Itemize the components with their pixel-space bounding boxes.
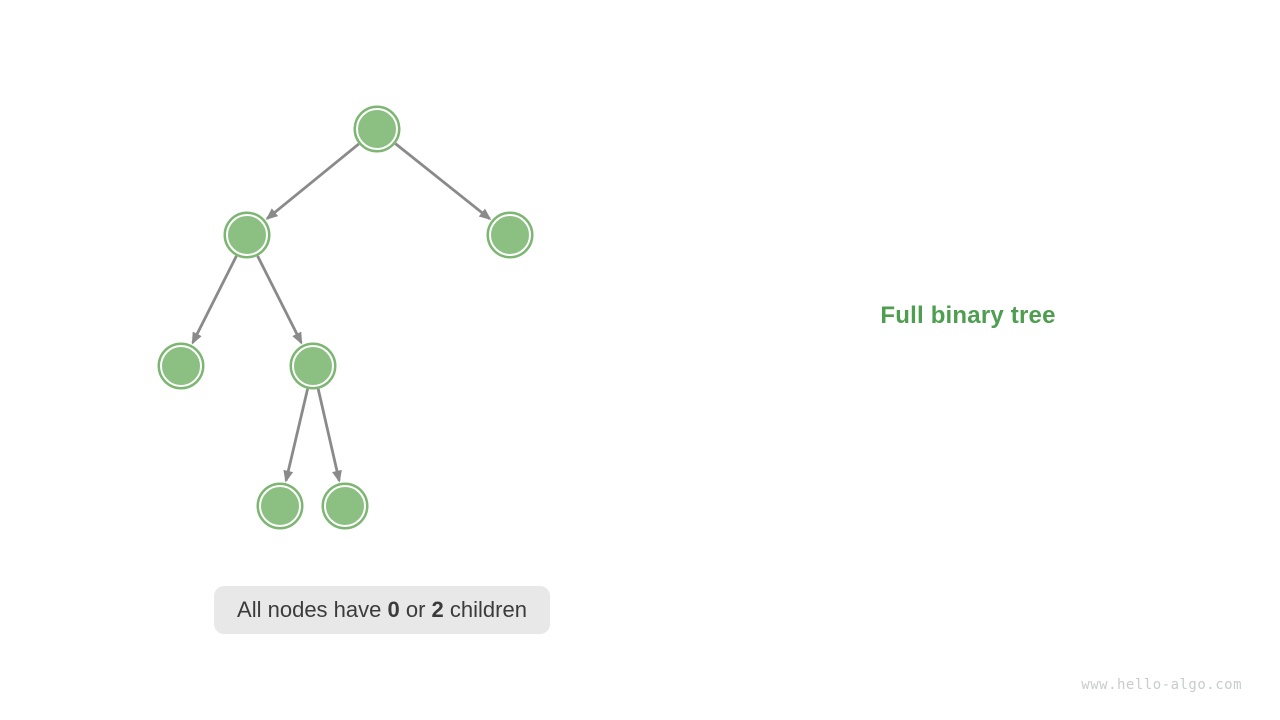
caption-bold-two: 2 [431,597,444,622]
tree-edge [394,142,492,221]
tree-node [353,105,401,153]
caption-text-2: or [399,597,432,622]
tree-edge [316,388,342,483]
tree-node [157,342,205,390]
tree-node-inner-ring [324,485,366,527]
tree-node-circle [353,105,401,153]
tree-node-circle [256,482,304,530]
diagram-title: Full binary tree [880,302,1056,329]
watermark: www.hello-algo.com [1081,677,1242,693]
tree-node-inner-ring [356,108,398,150]
tree-node [321,482,369,530]
tree-edge [191,255,238,345]
tree-node-inner-ring [226,214,268,256]
tree-edges [191,142,492,483]
tree-edge [265,142,360,220]
tree-node-circle [223,211,271,259]
tree-node-inner-ring [160,345,202,387]
tree-node [256,482,304,530]
caption-text-1: All nodes have [237,597,388,622]
tree-node-circle [321,482,369,530]
tree-node-inner-ring [292,345,334,387]
tree-node-inner-ring [489,214,531,256]
tree-nodes [157,105,534,530]
tree-node [223,211,271,259]
tree-node-circle [486,211,534,259]
tree-node [289,342,337,390]
tree-node-circle [289,342,337,390]
tree-node-inner-ring [259,485,301,527]
tree-node [486,211,534,259]
caption-text-3: children [443,597,527,622]
caption-bold-zero: 0 [387,597,400,622]
tree-edge [283,388,309,483]
caption-badge: All nodes have 0 or 2 children [214,586,550,634]
tree-edge [256,255,303,345]
tree-node-circle [157,342,205,390]
